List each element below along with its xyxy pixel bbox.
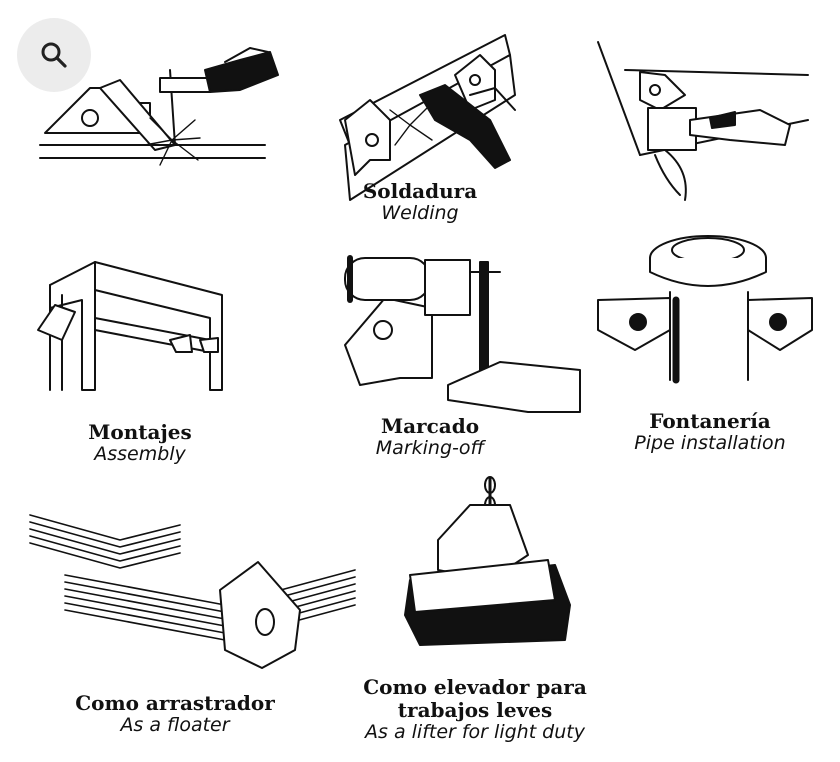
illustration-corner-welding <box>339 34 516 201</box>
caption-welding: Soldadura Welding <box>330 180 510 225</box>
illustration-marking <box>344 255 581 413</box>
caption-lifter: Como elevador para trabajos leves As a l… <box>325 676 625 744</box>
caption-floater: Como arrastrador As a floater <box>60 692 290 737</box>
illustration-pipe <box>597 235 813 384</box>
caption-lifter-es: Como elevador para trabajos leves <box>363 675 587 722</box>
caption-welding-en: Welding <box>381 202 459 224</box>
caption-marking-es: Marcado <box>380 414 480 438</box>
caption-assembly-es: Montajes <box>88 420 192 444</box>
caption-welding-es: Soldadura <box>362 179 478 203</box>
caption-marking: Marcado Marking-off <box>340 415 520 460</box>
caption-floater-es: Como arrastrador <box>75 691 275 715</box>
illustration-lifter <box>404 476 571 646</box>
caption-floater-en: As a floater <box>120 714 230 736</box>
illustration-flat-welding <box>39 47 279 166</box>
caption-pipe-es: Fontanería <box>649 409 771 433</box>
illustration-floater <box>29 514 356 669</box>
illustration-vertical-welding <box>597 41 809 201</box>
caption-lifter-en: As a lifter for light duty <box>365 721 585 743</box>
zoom-button[interactable] <box>17 18 91 92</box>
caption-assembly-en: Assembly <box>94 443 186 465</box>
caption-marking-en: Marking-off <box>375 437 485 459</box>
caption-assembly: Montajes Assembly <box>50 421 230 466</box>
caption-pipe: Fontanería Pipe installation <box>610 410 810 455</box>
caption-pipe-en: Pipe installation <box>634 432 786 454</box>
illustration-assembly <box>37 261 223 391</box>
search-icon <box>41 42 67 68</box>
